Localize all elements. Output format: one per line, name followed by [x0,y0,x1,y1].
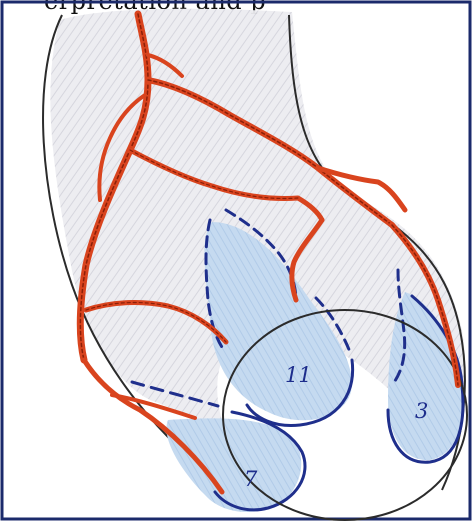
region-label-11: 11 [285,363,312,387]
region-label-7: 7 [244,467,258,491]
region-7-area [166,418,301,512]
region-label-3: 3 [415,399,428,423]
